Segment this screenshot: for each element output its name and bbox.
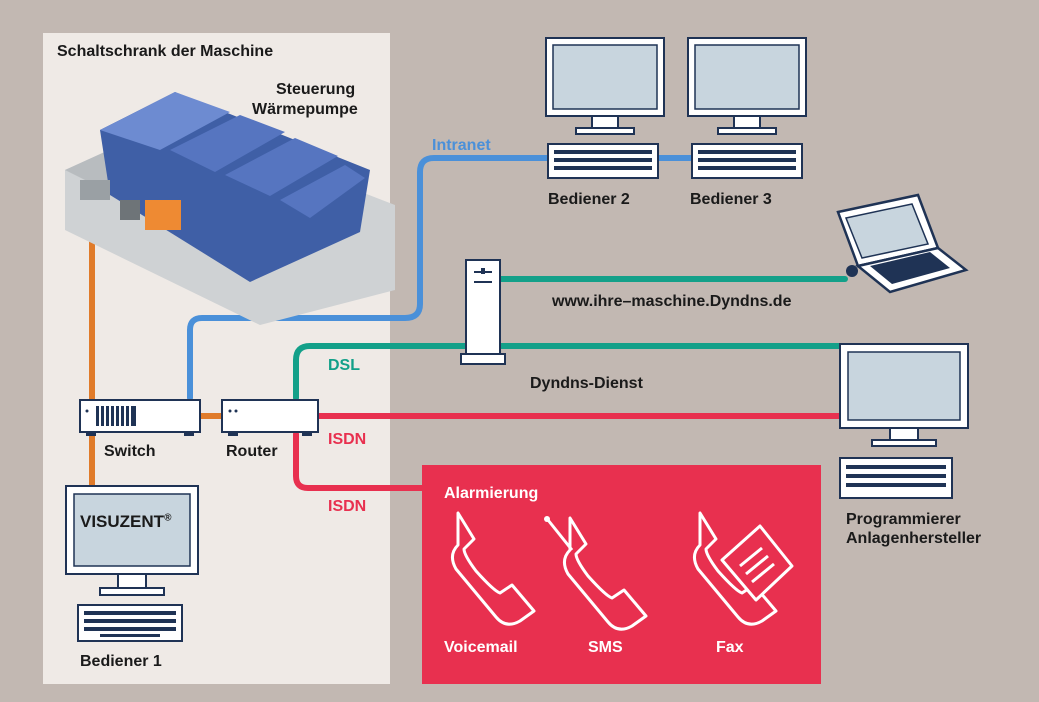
server-icon <box>460 259 506 365</box>
dyndns-url-label: www.ihre–maschine.Dyndns.de <box>552 293 792 310</box>
sms-label: SMS <box>588 639 623 656</box>
dsl-label: DSL <box>328 357 360 374</box>
fax-icon <box>693 511 794 626</box>
dyndns-service-label: Dyndns-Dienst <box>530 375 643 392</box>
cabinet-title: Schaltschrank der Maschine <box>57 43 274 60</box>
intranet-link <box>187 155 551 401</box>
programmer-label-line1: Programmierer <box>846 511 961 528</box>
fax-label: Fax <box>716 639 744 656</box>
laptop-icon <box>836 193 969 294</box>
phone-icon-sms <box>544 516 648 631</box>
isdn-label-alarm: ISDN <box>328 498 367 515</box>
plc-label-line1: Steuerung <box>276 81 356 98</box>
visuzent-label: VISUZENT® <box>80 512 172 531</box>
plc-device-image <box>65 92 395 325</box>
isdn-label-programmer: ISDN <box>328 431 367 448</box>
alarm-title: Alarmierung <box>444 485 539 502</box>
isdn-link-alarm <box>293 431 427 491</box>
intranet-label: Intranet <box>432 137 491 154</box>
keyboard-icon-operator3 <box>691 143 803 179</box>
monitor-icon-operator1 <box>65 485 199 596</box>
programmer-label-line2: Anlagenhersteller <box>846 530 982 547</box>
keyboard-icon-operator2 <box>547 143 659 179</box>
dsl-link <box>293 343 853 401</box>
keyboard-icon-programmer <box>839 457 953 499</box>
plc-label-line2: Wärmepumpe <box>252 101 358 118</box>
monitor-icon-programmer <box>839 343 969 447</box>
keyboard-icon-operator1 <box>77 604 183 642</box>
monitor-icon-operator2 <box>545 37 665 135</box>
switch-icon <box>79 399 201 436</box>
phone-icon-voicemail <box>451 511 536 626</box>
router-label: Router <box>226 443 278 460</box>
operator1-label: Bediener 1 <box>80 653 162 670</box>
switch-label: Switch <box>104 443 156 460</box>
monitor-icon-operator3 <box>687 37 807 135</box>
voicemail-label: Voicemail <box>444 639 518 656</box>
operator2-label: Bediener 2 <box>548 191 630 208</box>
operator3-label: Bediener 3 <box>690 191 772 208</box>
router-icon <box>221 399 319 436</box>
